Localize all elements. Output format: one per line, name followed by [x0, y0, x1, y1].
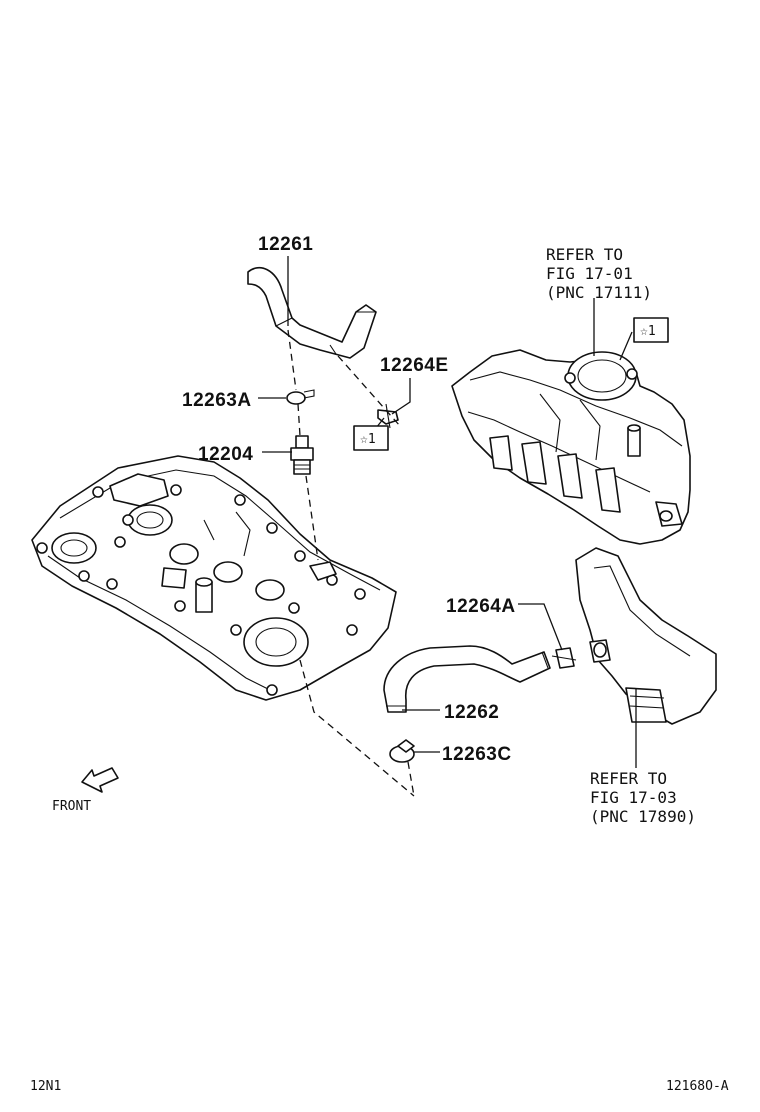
- refer-top-line1: REFER TO: [546, 245, 623, 264]
- leader-star-top: [619, 331, 633, 361]
- refer-bottom-line2: FIG 17-03: [590, 788, 677, 807]
- star-marker-mid-text: ☆1: [360, 432, 376, 447]
- refer-top-line3: (PNC 17111): [546, 283, 652, 302]
- clip-12264e: [377, 403, 399, 429]
- intake-manifold: [451, 349, 691, 545]
- star-marker-mid: ☆1: [353, 425, 389, 451]
- footer-right-code: 12168O-A: [666, 1079, 729, 1094]
- front-label: FRONT: [52, 799, 91, 814]
- cylinder-head-cover: [31, 455, 397, 701]
- part-label-12264e: 12264E: [380, 355, 449, 376]
- part-label-12204: 12204: [198, 444, 253, 465]
- refer-bottom-line3: (PNC 17890): [590, 807, 696, 826]
- dash-line-6: [407, 761, 415, 797]
- clamp-12263a: [286, 389, 315, 405]
- star-marker-top-text: ☆1: [640, 324, 656, 339]
- refer-bottom-line1: REFER TO: [590, 769, 667, 788]
- dash-line-2: [297, 403, 301, 437]
- hose-12261: [247, 266, 377, 359]
- dash-line-3: [305, 475, 319, 561]
- front-arrow-icon: [81, 767, 119, 793]
- refer-note-bottom: REFER TO FIG 17-03 (PNC 17890): [590, 769, 696, 826]
- leader-12264e: [391, 378, 411, 415]
- part-label-12261: 12261: [258, 234, 313, 255]
- clamp-12263c: [389, 739, 415, 763]
- part-label-12263c: 12263C: [442, 744, 512, 765]
- hose-12262: [383, 645, 551, 713]
- front-arrow: FRONT: [52, 767, 119, 814]
- dash-line-4: [337, 355, 401, 427]
- pcv-valve-12204: [290, 435, 314, 475]
- dash-line-1: [287, 329, 297, 391]
- part-label-12264a: 12264A: [446, 596, 516, 617]
- air-duct: [575, 547, 717, 725]
- footer-left-code: 12N1: [30, 1079, 61, 1094]
- dash-line-5: [299, 659, 415, 797]
- leader-12264a: [518, 603, 563, 651]
- part-label-12263a: 12263A: [182, 390, 252, 411]
- refer-note-top: REFER TO FIG 17-01 (PNC 17111): [546, 245, 652, 302]
- part-label-12262: 12262: [444, 702, 499, 723]
- clip-12264a: [551, 647, 577, 669]
- refer-top-line2: FIG 17-01: [546, 264, 633, 283]
- star-marker-top: ☆1: [633, 317, 669, 343]
